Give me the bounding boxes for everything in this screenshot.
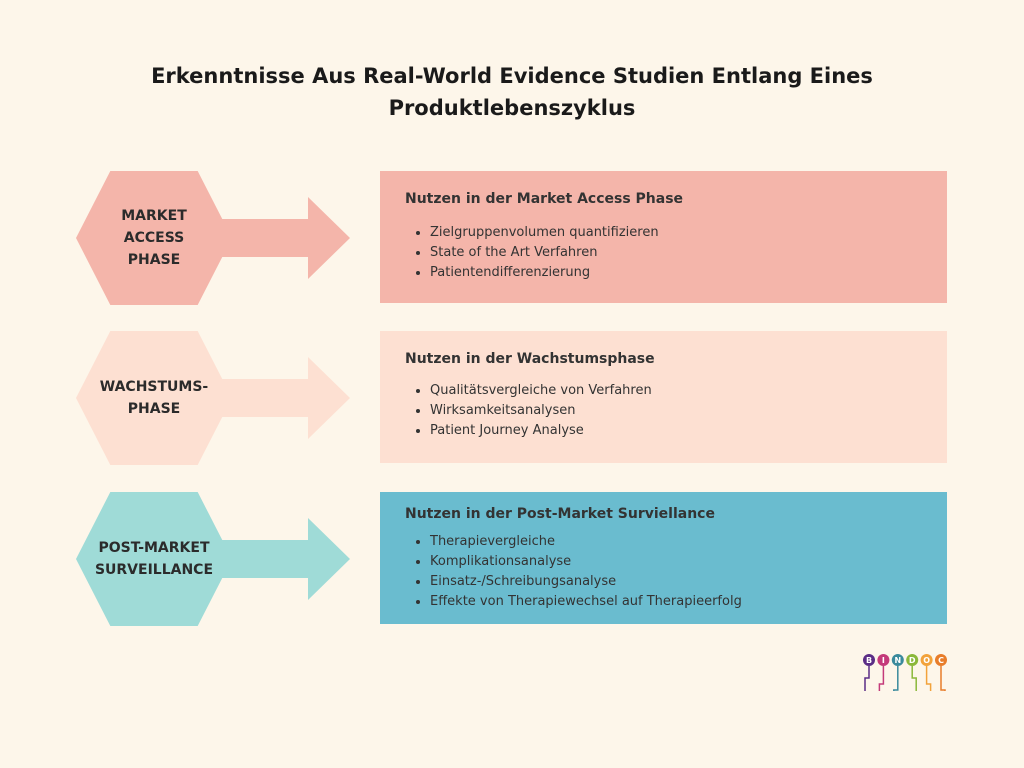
benefit-box: Nutzen in der Wachstumsphase Qualitätsve… <box>380 331 947 463</box>
logo-circle <box>906 654 919 666</box>
logo-letter: I <box>882 656 885 665</box>
logo-line <box>893 666 899 691</box>
list-item: Qualitätsvergleiche von Verfahren <box>430 381 652 401</box>
logo-circle <box>920 654 933 666</box>
logo-line <box>911 666 917 691</box>
logo-line <box>878 666 885 691</box>
list-item: Wirksamkeitsanalysen <box>430 401 652 421</box>
benefit-list: Zielgruppenvolumen quantifizieren State … <box>405 223 659 283</box>
list-item: Einsatz-/Schreibungsanalyse <box>430 572 742 592</box>
phase-hexagon <box>76 171 232 305</box>
right-arrow-icon <box>210 357 350 439</box>
logo-letter: N <box>894 656 901 665</box>
right-arrow-icon <box>210 518 350 600</box>
logo-letter: B <box>866 656 872 665</box>
phase-label: POST-MARKET SURVEILLANCE <box>94 540 214 578</box>
phase-hexagon <box>76 492 232 626</box>
list-item: State of the Art Verfahren <box>430 243 659 263</box>
logo-line <box>940 666 946 691</box>
right-arrow-icon <box>210 197 350 279</box>
phase-label: MARKET ACCESS PHASE <box>121 208 187 268</box>
list-item: Zielgruppenvolumen quantifizieren <box>430 223 659 243</box>
benefit-heading: Nutzen in der Post-Market Surviellance <box>405 506 715 522</box>
benefit-box: Nutzen in der Market Access Phase Zielgr… <box>380 171 947 303</box>
phase-hexagon <box>76 331 232 465</box>
logo-letter: C <box>938 656 944 665</box>
phase-row-market-access: MARKET ACCESS PHASE Nutzen in der Market… <box>0 171 1024 305</box>
benefit-heading: Nutzen in der Market Access Phase <box>405 191 684 207</box>
title-line-1: Erkenntnisse Aus Real-World Evidence Stu… <box>151 64 873 88</box>
list-item: Patientendifferenzierung <box>430 263 659 283</box>
list-item: Therapievergleiche <box>430 532 742 552</box>
benefit-list: Therapievergleiche Komplikationsanalyse … <box>405 532 742 612</box>
logo-circle <box>877 654 890 666</box>
logo-circle <box>891 654 904 666</box>
list-item: Effekte von Therapiewechsel auf Therapie… <box>430 592 742 612</box>
logo-letter: O <box>923 656 930 665</box>
title-line-2: Produktlebenszyklus <box>388 96 636 120</box>
logo-line <box>864 666 870 691</box>
list-item: Patient Journey Analyse <box>430 421 652 441</box>
phase-label: WACHSTUMS- PHASE <box>99 379 209 417</box>
logo-letter: D <box>909 656 916 665</box>
logo-circle <box>863 654 875 666</box>
benefit-heading: Nutzen in der Wachstumsphase <box>405 351 655 367</box>
benefit-list: Qualitätsvergleiche von Verfahren Wirksa… <box>405 381 652 441</box>
diagram-title: Erkenntnisse Aus Real-World Evidence Stu… <box>0 60 1024 124</box>
phase-row-post-market: POST-MARKET SURVEILLANCE Nutzen in der P… <box>0 492 1024 626</box>
logo-circle <box>935 654 947 666</box>
phase-row-growth: WACHSTUMS- PHASE Nutzen in der Wachstums… <box>0 331 1024 465</box>
logo-line <box>925 666 932 691</box>
list-item: Komplikationsanalyse <box>430 552 742 572</box>
benefit-box: Nutzen in der Post-Market Surviellance T… <box>380 492 947 624</box>
